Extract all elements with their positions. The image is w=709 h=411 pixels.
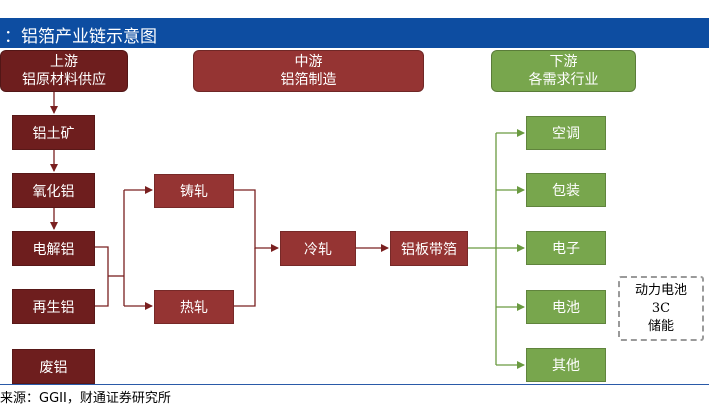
node-scrap-aluminum: 废铝: [12, 349, 95, 384]
title-bar: [0, 18, 709, 48]
header-downstream: 下游 各需求行业: [491, 50, 636, 92]
node-other: 其他: [526, 348, 606, 382]
node-aluminum-foil: 铝板带箔: [390, 231, 468, 266]
node-packaging: 包装: [526, 173, 606, 207]
header-midstream: 中游 铝箔制造: [193, 50, 424, 92]
header-midstream-line2: 铝箔制造: [280, 72, 337, 88]
node-cold-rolling: 冷轧: [280, 231, 356, 266]
node-electronics: 电子: [526, 231, 606, 265]
node-air-conditioning: 空调: [526, 116, 606, 150]
battery-note-line3: 储能: [647, 318, 674, 334]
node-cast-rolling: 铸轧: [154, 174, 234, 208]
footer-divider: [0, 384, 709, 385]
header-downstream-line2: 各需求行业: [528, 72, 599, 88]
header-upstream-line2: 铝原材料供应: [22, 72, 106, 88]
node-bauxite: 铝土矿: [12, 115, 95, 150]
node-battery: 电池: [526, 290, 606, 324]
node-recycled-aluminum: 再生铝: [12, 289, 95, 324]
node-electrolytic-aluminum: 电解铝: [12, 231, 95, 266]
header-upstream-line1: 上游: [50, 54, 78, 70]
node-alumina: 氧化铝: [12, 173, 95, 208]
node-hot-rolling: 热轧: [154, 290, 234, 324]
header-midstream-line1: 中游: [294, 54, 323, 70]
header-downstream-line1: 下游: [549, 54, 578, 70]
battery-note-line2: 3C: [651, 300, 671, 316]
header-upstream: 上游 铝原材料供应: [0, 50, 128, 92]
page-title: ：铝箔产业链示意图: [4, 27, 157, 47]
battery-note-line1: 动力电池: [634, 282, 687, 298]
battery-note-box: 动力电池 3C 储能: [618, 276, 704, 341]
source-note: 来源：GGII，财通证券研究所: [0, 391, 171, 406]
